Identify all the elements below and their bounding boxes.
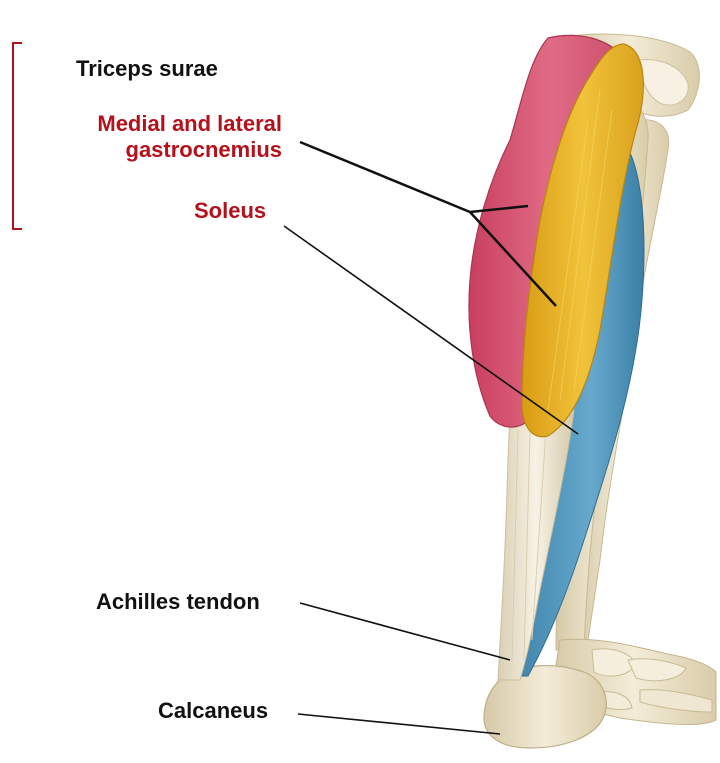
label-triceps-surae: Triceps surae bbox=[76, 56, 218, 82]
label-gastrocnemius-line1: Medial and lateral bbox=[60, 111, 282, 137]
label-gastrocnemius-line2: gastrocnemius bbox=[60, 137, 282, 163]
label-achilles-tendon: Achilles tendon bbox=[96, 589, 260, 615]
label-soleus: Soleus bbox=[194, 198, 266, 224]
achilles-leader bbox=[300, 603, 510, 660]
triceps-surae-bracket bbox=[12, 42, 22, 230]
calcaneus-leader bbox=[298, 714, 500, 734]
label-gastrocnemius: Medial and lateral gastrocnemius bbox=[60, 111, 282, 163]
label-calcaneus: Calcaneus bbox=[158, 698, 268, 724]
